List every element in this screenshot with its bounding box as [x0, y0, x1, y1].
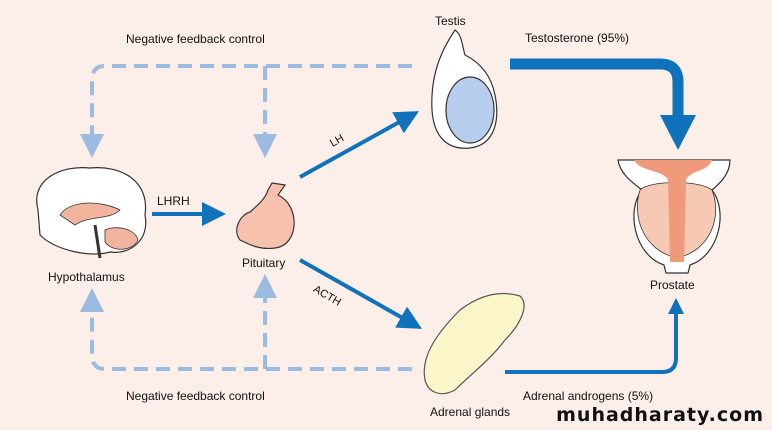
- testis-label: Testis: [435, 14, 466, 28]
- watermark: muhadharaty.com: [556, 404, 764, 426]
- testosterone-label: Testosterone (95%): [525, 31, 630, 45]
- adrenal-androgens-arrow: [505, 310, 678, 374]
- lh-arrow: [299, 111, 419, 179]
- adrenal-glands-label: Adrenal glands: [430, 405, 511, 419]
- lhrh-label: LHRH: [157, 194, 190, 208]
- pituitary-illustration: [236, 182, 295, 250]
- adrenal-androgens-label: Adrenal androgens (5%): [523, 389, 654, 403]
- testis-illustration: [431, 29, 498, 149]
- prostate-illustration: [617, 159, 731, 274]
- feedback-bottom-loop: [80, 274, 412, 371]
- testosterone-arrow: [510, 58, 684, 120]
- feedback-top-loop: [80, 64, 412, 158]
- pituitary-label: Pituitary: [242, 256, 286, 270]
- negative-feedback-top-label: Negative feedback control: [126, 32, 265, 46]
- adrenal-gland-illustration: [423, 293, 525, 395]
- prostate-label: Prostate: [650, 278, 695, 292]
- brain-illustration: [36, 167, 147, 259]
- hypothalamus-label: Hypothalamus: [48, 270, 125, 284]
- negative-feedback-bottom-label: Negative feedback control: [126, 389, 265, 403]
- acth-arrow: [299, 258, 422, 329]
